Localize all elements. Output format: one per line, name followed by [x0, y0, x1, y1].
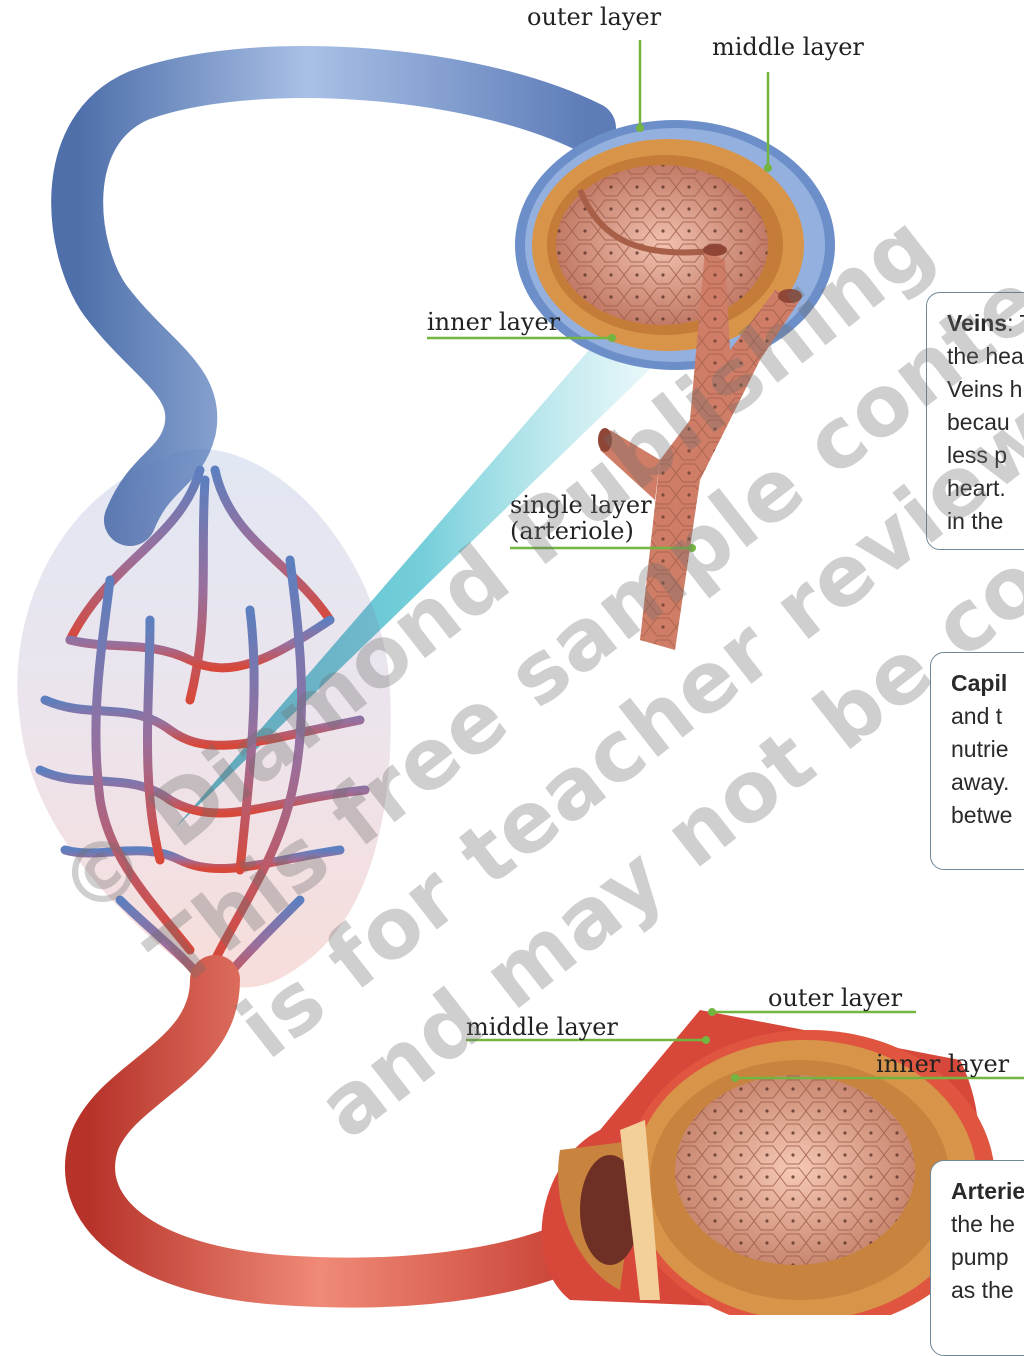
capillaries-line: away. — [951, 766, 1024, 799]
label-vein-middle-layer: middle layer — [712, 34, 864, 60]
arteries-info-box: Arterie the he pump as the — [930, 1160, 1024, 1356]
capillaries-line: betwe — [951, 799, 1024, 832]
arteries-title: Arterie — [951, 1178, 1024, 1204]
capillaries-line: and t — [951, 700, 1024, 733]
label-artery-inner-layer: inner layer — [876, 1051, 1009, 1077]
label-vein-inner-layer: inner layer — [427, 309, 560, 335]
arteries-line: as the — [951, 1274, 1024, 1307]
arteries-line: pump — [951, 1241, 1024, 1274]
capillaries-line: nutrie — [951, 733, 1024, 766]
label-vein-outer-layer: outer layer — [527, 4, 661, 30]
blood-vessel-diagram: outer layer middle layer inner layer sin… — [0, 0, 1024, 1315]
arteries-line: the he — [951, 1208, 1024, 1241]
label-artery-outer-layer: outer layer — [768, 985, 902, 1011]
